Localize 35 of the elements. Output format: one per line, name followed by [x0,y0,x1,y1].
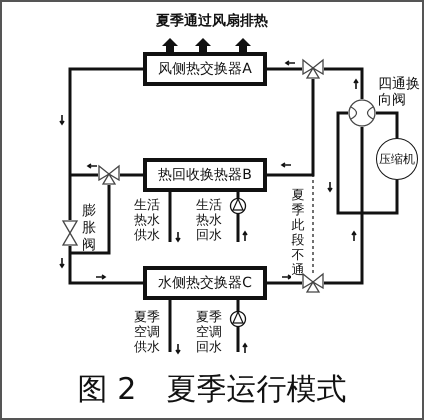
four-way-valve [348,99,376,127]
pump-symbol [230,198,246,214]
pipe [267,79,314,176]
pipe [120,174,143,176]
pipe [236,300,240,311]
heat-exchanger-box: 热回收换热器B [143,158,267,192]
compressor: 压缩机 [376,138,418,180]
pump-symbol [230,311,246,327]
pipe [324,127,364,284]
three-way-valve [302,273,324,293]
heat-label: 夏季通过风扇排热 [155,14,269,29]
pipe [68,174,98,220]
pipe [324,68,364,99]
three-way-valve [98,165,120,185]
pipe [376,112,398,138]
pipe [267,282,302,284]
pipe [236,192,240,198]
edge-label: 夏季此段不通 [291,188,305,278]
pipe-label: 生活热水供水 [133,198,161,243]
pipe [168,192,172,242]
heat-exchanger-box: 水侧热交换器C [143,266,267,300]
heat-exchanger-box: 风侧热交换器A [143,52,267,86]
pipe-label: 夏季空调供水 [133,310,161,355]
pipe-label: 生活热水回水 [195,198,223,243]
pipe [236,327,240,352]
pipe [236,214,240,242]
valve-label: 膨胀阀 [81,203,97,254]
valve-label: 四通换向阀 [378,76,421,108]
three-way-valve [302,59,324,79]
pipe [168,300,172,352]
expansion-valve [62,220,78,246]
pipe [267,68,302,70]
caption: 图 2 夏季运行模式 [76,372,348,408]
pipe [336,112,398,214]
pipe-label: 夏季空调回水 [195,310,223,355]
